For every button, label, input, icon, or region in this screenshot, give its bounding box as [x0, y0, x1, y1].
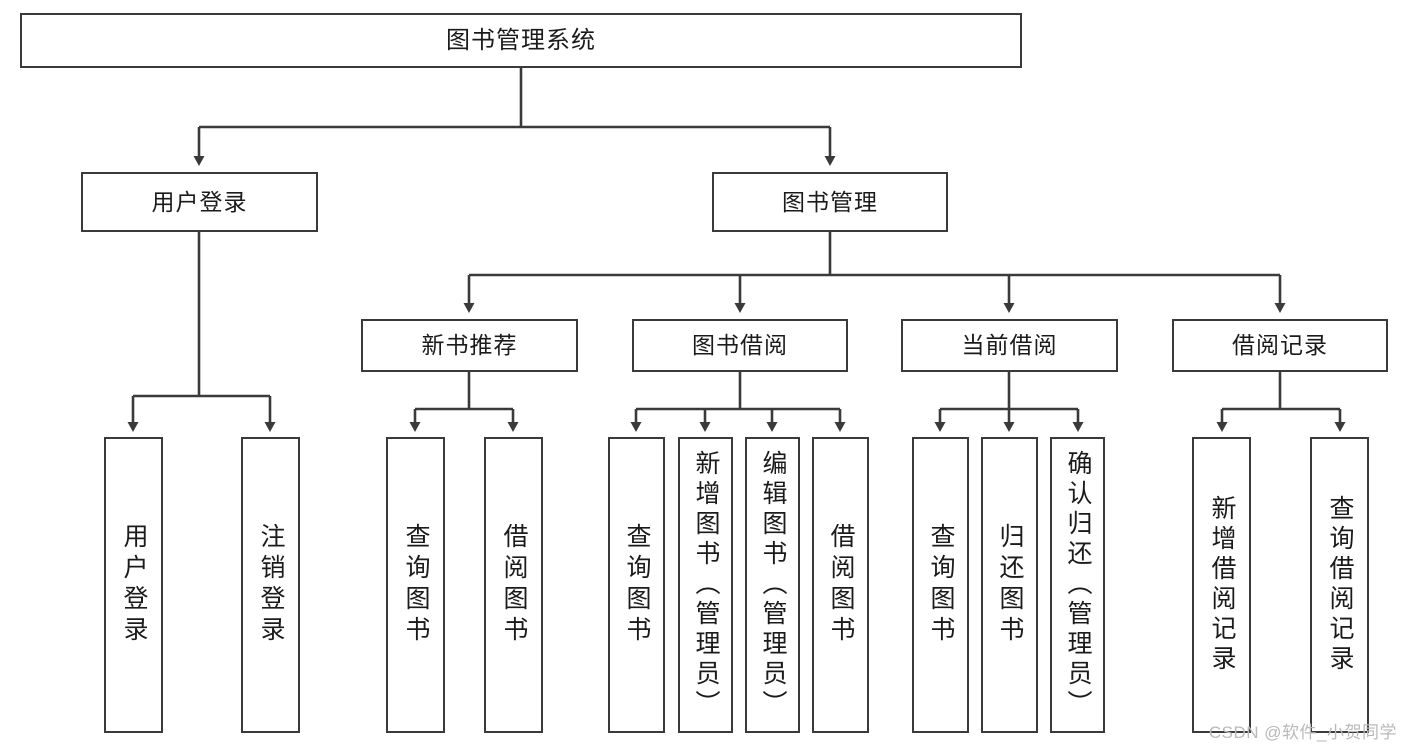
node-label: 查询借阅记录 — [1326, 495, 1354, 675]
leaf-borrow-book[interactable]: 借阅图书 — [812, 437, 869, 733]
node-label: 查询图书 — [927, 523, 955, 647]
node-label: 借阅图书 — [827, 523, 855, 647]
leaf-add-book-admin[interactable]: 新增图书（管理员） — [678, 437, 733, 733]
node-label: 借阅记录 — [1232, 332, 1328, 359]
node-book-management[interactable]: 图书管理 — [712, 172, 948, 232]
node-new-book-recommendation[interactable]: 新书推荐 — [361, 319, 578, 372]
node-root-book-management-system[interactable]: 图书管理系统 — [20, 13, 1022, 68]
leaf-edit-book-admin[interactable]: 编辑图书（管理员） — [745, 437, 800, 733]
leaf-query-borrow-record[interactable]: 查询借阅记录 — [1310, 437, 1369, 733]
leaf-user-login[interactable]: 用户登录 — [104, 437, 163, 733]
node-label: 用户登录 — [120, 523, 148, 647]
leaf-logout[interactable]: 注销登录 — [241, 437, 300, 733]
node-label: 编辑图书（管理员） — [759, 450, 787, 720]
leaf-query-book-borrow[interactable]: 查询图书 — [608, 437, 665, 733]
node-label: 新书推荐 — [421, 332, 518, 359]
node-label: 借阅图书 — [500, 523, 528, 647]
node-label: 图书管理 — [782, 188, 878, 215]
node-label: 注销登录 — [257, 523, 285, 647]
node-book-borrow[interactable]: 图书借阅 — [632, 319, 848, 372]
node-label: 归还图书 — [996, 523, 1024, 647]
leaf-borrow-book-new[interactable]: 借阅图书 — [484, 437, 543, 733]
node-label: 图书管理系统 — [446, 26, 596, 54]
node-label: 图书借阅 — [692, 332, 788, 359]
node-borrow-record[interactable]: 借阅记录 — [1172, 319, 1388, 372]
node-current-borrow[interactable]: 当前借阅 — [901, 319, 1118, 372]
node-label: 当前借阅 — [961, 332, 1058, 359]
csdn-watermark: CSDN @软件_小贺同学 — [1208, 723, 1397, 742]
node-label: 新增图书（管理员） — [692, 450, 720, 720]
leaf-confirm-return-admin[interactable]: 确认归还（管理员） — [1050, 437, 1105, 733]
leaf-return-book[interactable]: 归还图书 — [981, 437, 1038, 733]
node-user-login[interactable]: 用户登录 — [81, 172, 318, 232]
leaf-add-borrow-record[interactable]: 新增借阅记录 — [1192, 437, 1251, 733]
node-label: 用户登录 — [151, 188, 248, 215]
leaf-query-book-new[interactable]: 查询图书 — [386, 437, 445, 733]
leaf-query-book-current[interactable]: 查询图书 — [912, 437, 969, 733]
node-label: 确认归还（管理员） — [1064, 450, 1092, 720]
node-label: 查询图书 — [402, 523, 430, 647]
node-label: 新增借阅记录 — [1208, 495, 1236, 675]
node-label: 查询图书 — [623, 523, 651, 647]
